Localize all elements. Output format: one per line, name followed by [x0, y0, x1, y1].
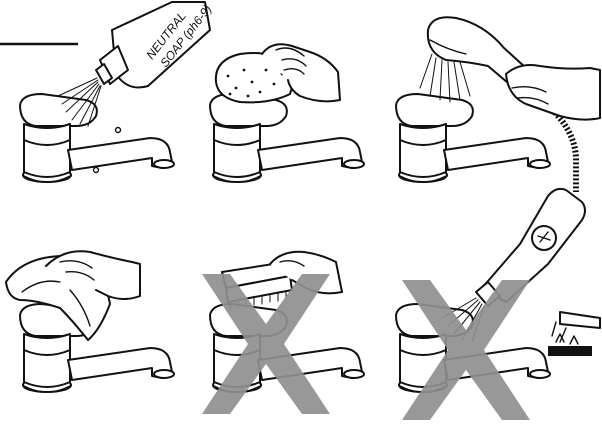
faucet-icon: [20, 94, 174, 182]
hand-icon: [506, 65, 600, 120]
soap-drop: [116, 128, 121, 133]
panel-dry-with-cloth: [6, 251, 174, 392]
soap-tube-icon: NEUTRAL SOAP (ph6-9): [96, 2, 214, 88]
panel-no-hard-brush: [202, 252, 364, 414]
panel-neutral-soap: NEUTRAL SOAP (ph6-9): [0, 2, 214, 182]
soap-drop: [94, 168, 99, 173]
faucet-icon: [396, 94, 550, 182]
faucet-icon: [210, 94, 364, 182]
panel-no-aggressive-chemicals: [396, 189, 600, 420]
panel-sponge-wipe: [210, 44, 364, 182]
chemical-bottle-icon: [476, 189, 585, 306]
panel-rinse-with-shower: [396, 17, 600, 192]
corrosion-symbol-icon: [548, 312, 600, 356]
